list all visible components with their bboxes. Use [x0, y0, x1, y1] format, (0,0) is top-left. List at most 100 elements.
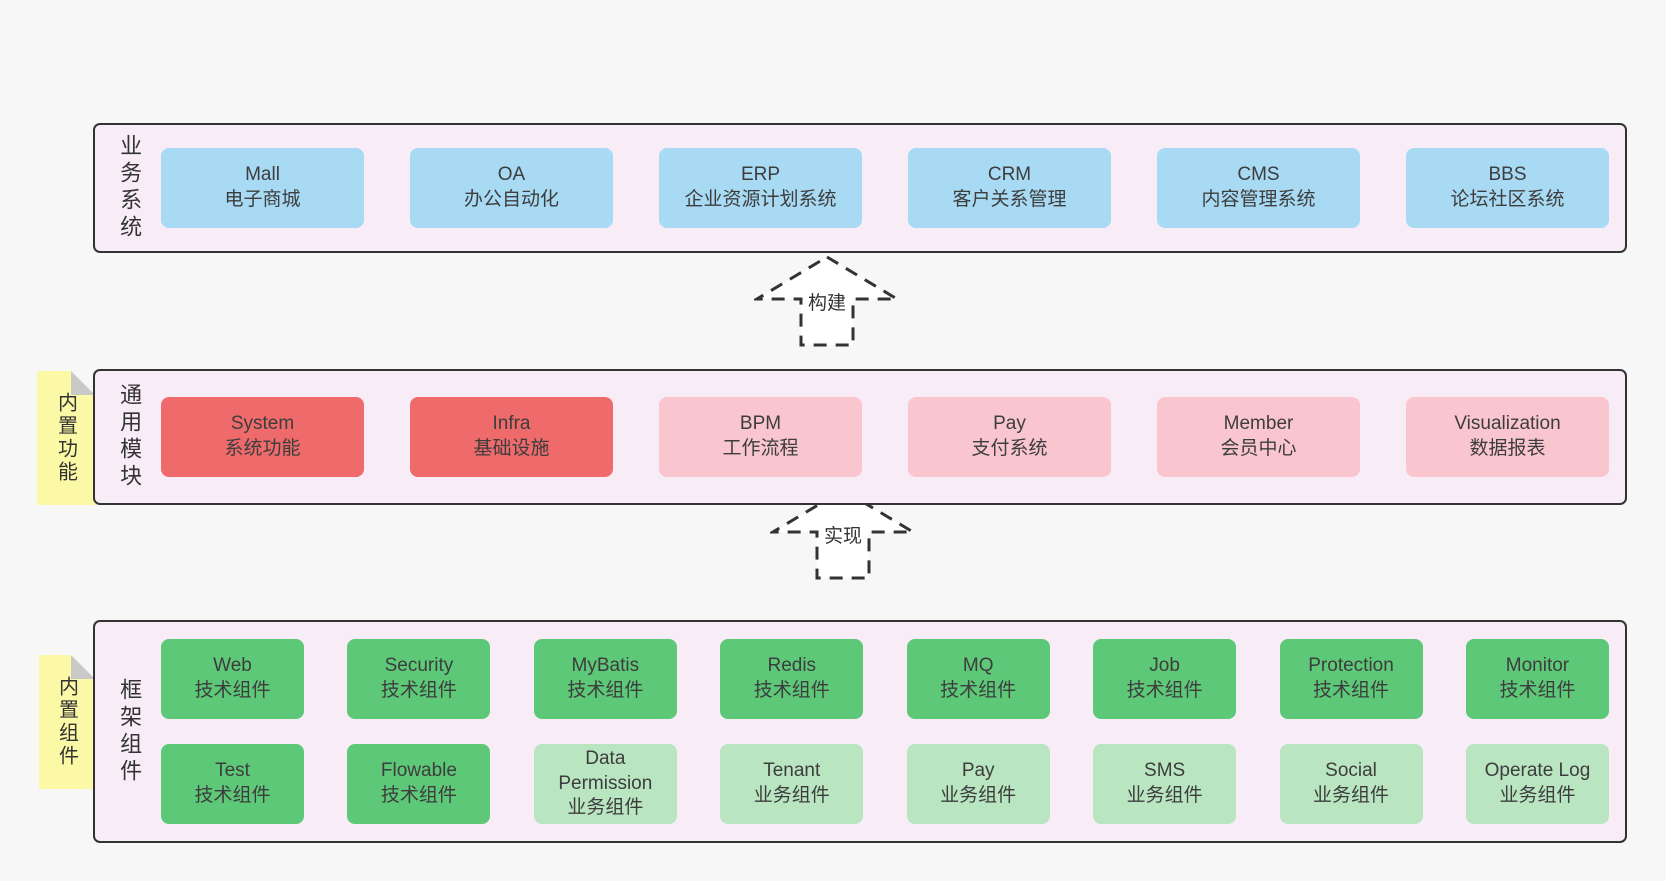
module-box-member: Member 会员中心: [1157, 397, 1360, 477]
build-arrow-label-wrap: 构建: [754, 254, 900, 348]
system-box-mall: Mall 电子商城: [161, 148, 364, 228]
module-box-visualization: Visualization 数据报表: [1406, 397, 1609, 477]
box-desc: 业务组件: [1313, 785, 1390, 806]
box-desc: 技术组件: [940, 680, 1017, 701]
box-name: Pay: [961, 760, 995, 782]
modules-layer-title: 通用模块: [117, 383, 143, 491]
box-desc: 技术组件: [753, 680, 830, 701]
component-box-data-permission: Data Permission 业务组件: [533, 744, 677, 824]
box-name: Pay: [993, 413, 1026, 435]
box-name: Redis: [767, 655, 817, 677]
component-box-mybatis: MyBatis 技术组件: [533, 639, 677, 719]
box-name: Job: [1149, 655, 1180, 677]
box-name: Security: [384, 655, 454, 677]
box-desc: 业务组件: [1126, 785, 1203, 806]
box-desc: 业务组件: [940, 785, 1017, 806]
box-desc: 企业资源计划系统: [684, 189, 837, 210]
component-box-web: Web 技术组件: [161, 639, 304, 719]
box-desc: 技术组件: [380, 785, 457, 806]
box-name: Social: [1325, 760, 1377, 782]
box-name: Member: [1223, 413, 1294, 435]
system-box-erp: ERP 企业资源计划系统: [659, 148, 862, 228]
box-desc: 技术组件: [1313, 680, 1390, 701]
box-desc: 技术组件: [1499, 680, 1576, 701]
box-desc: 业务组件: [567, 797, 644, 819]
box-desc: 技术组件: [380, 680, 457, 701]
box-desc: 内容管理系统: [1201, 189, 1316, 210]
box-desc: 电子商城: [224, 189, 301, 210]
modules-boxes-row: System 系统功能 Infra 基础设施 BPM 工作流程 Pay 支付系统…: [151, 397, 1625, 477]
module-box-pay: Pay 支付系统: [908, 397, 1111, 477]
box-name: Mall: [245, 164, 280, 186]
box-desc: 技术组件: [567, 680, 644, 701]
implement-arrow-label-wrap: 实现: [770, 487, 916, 581]
folded-corner-icon: [71, 371, 95, 395]
module-box-infra: Infra 基础设施: [410, 397, 613, 477]
common-modules-layer: 通用模块 System 系统功能 Infra 基础设施 BPM 工作流程 Pay…: [93, 369, 1627, 505]
component-box-tenant: Tenant 业务组件: [720, 744, 864, 824]
box-desc: 会员中心: [1220, 438, 1297, 459]
box-name: BBS: [1488, 164, 1527, 186]
box-name: Web: [213, 655, 252, 677]
box-name: OA: [497, 164, 526, 186]
box-name: Protection: [1308, 655, 1394, 677]
component-box-redis: Redis 技术组件: [720, 639, 864, 719]
box-name: Monitor: [1505, 655, 1570, 677]
framework-layer-title: 框架组件: [117, 677, 143, 786]
component-box-monitor: Monitor 技术组件: [1465, 639, 1609, 719]
module-box-bpm: BPM 工作流程: [659, 397, 862, 477]
build-arrow-label: 构建: [803, 286, 850, 316]
box-name: CMS: [1237, 164, 1280, 186]
system-box-crm: CRM 客户关系管理: [908, 148, 1111, 228]
box-desc: 论坛社区系统: [1450, 189, 1565, 210]
component-box-job: Job 技术组件: [1093, 639, 1237, 719]
box-desc: 客户关系管理: [952, 189, 1067, 210]
system-box-oa: OA 办公自动化: [410, 148, 613, 228]
box-desc: 系统功能: [224, 438, 301, 459]
built-in-components-label: 内置组件: [55, 676, 78, 768]
box-name: BPM: [739, 413, 782, 435]
built-in-functions-sticky-note: 内置功能: [37, 371, 95, 505]
built-in-components-sticky-note: 内置组件: [39, 655, 95, 789]
folded-corner-icon: [71, 655, 95, 679]
box-desc: 业务组件: [753, 785, 830, 806]
box-name: ERP: [740, 164, 781, 186]
box-name: Tenant: [763, 760, 821, 782]
built-in-functions-label: 内置功能: [54, 392, 77, 484]
framework-row-1: Web 技术组件 Security 技术组件 MyBatis 技术组件 Redi…: [151, 639, 1625, 719]
box-desc: 办公自动化: [463, 189, 559, 210]
component-box-pay: Pay 业务组件: [906, 744, 1050, 824]
build-arrow-icon: 构建: [754, 254, 900, 348]
framework-rows: Web 技术组件 Security 技术组件 MyBatis 技术组件 Redi…: [151, 639, 1625, 824]
box-name: SMS: [1144, 760, 1186, 782]
framework-row-2: Test 技术组件 Flowable 技术组件 Data Permission …: [151, 744, 1625, 824]
box-name: MQ: [962, 655, 994, 677]
box-name: Test: [215, 760, 250, 782]
box-desc: 工作流程: [722, 438, 799, 459]
component-box-flowable: Flowable 技术组件: [347, 744, 491, 824]
box-desc: 技术组件: [1126, 680, 1203, 701]
box-desc: 基础设施: [473, 438, 550, 459]
box-desc: 技术组件: [194, 680, 271, 701]
system-box-cms: CMS 内容管理系统: [1157, 148, 1360, 228]
box-desc: 技术组件: [194, 785, 271, 806]
box-name: System: [230, 413, 295, 435]
box-name: Visualization: [1454, 413, 1561, 435]
implement-arrow-icon: 实现: [770, 487, 916, 581]
business-boxes-row: Mall 电子商城 OA 办公自动化 ERP 企业资源计划系统 CRM 客户关系…: [151, 148, 1625, 228]
framework-components-layer: 框架组件 Web 技术组件 Security 技术组件 MyBatis 技术组件…: [93, 620, 1627, 843]
business-systems-layer: 业务系统 Mall 电子商城 OA 办公自动化 ERP 企业资源计划系统 CRM…: [93, 123, 1627, 253]
component-box-security: Security 技术组件: [347, 639, 491, 719]
component-box-social: Social 业务组件: [1279, 744, 1423, 824]
box-name: MyBatis: [571, 655, 640, 677]
box-desc: 支付系统: [971, 438, 1048, 459]
box-name: CRM: [987, 164, 1032, 186]
component-box-protection: Protection 技术组件: [1279, 639, 1423, 719]
box-desc: 业务组件: [1499, 785, 1576, 806]
component-box-operate-log: Operate Log 业务组件: [1465, 744, 1609, 824]
component-box-test: Test 技术组件: [161, 744, 304, 824]
box-name: Infra: [492, 413, 531, 435]
box-name: Operate Log: [1484, 760, 1591, 782]
system-box-bbs: BBS 论坛社区系统: [1406, 148, 1609, 228]
box-name: Flowable: [380, 760, 457, 782]
